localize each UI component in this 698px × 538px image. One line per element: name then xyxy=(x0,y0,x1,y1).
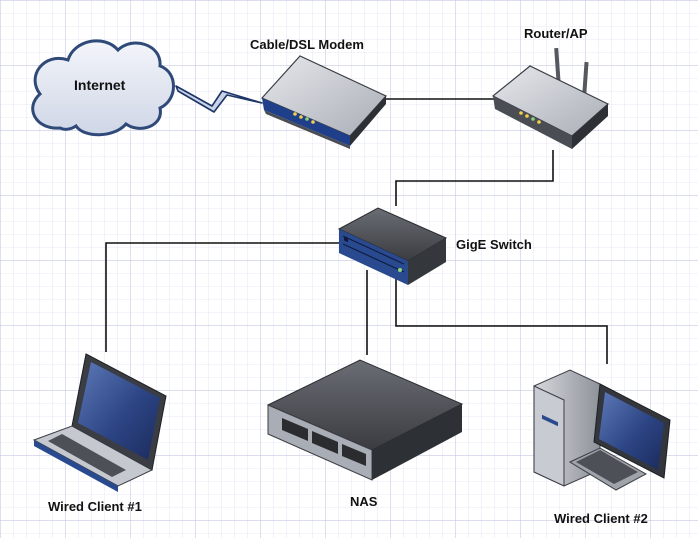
lightning-link-icon xyxy=(175,85,263,113)
nas-label: NAS xyxy=(350,494,378,509)
internet-label: Internet xyxy=(74,77,126,93)
client2-label: Wired Client #2 xyxy=(554,511,648,526)
cloud-icon xyxy=(31,39,175,137)
modem-label: Cable/DSL Modem xyxy=(250,37,364,52)
nas-icon xyxy=(266,359,464,481)
link-switch-client2 xyxy=(395,272,608,364)
laptop-icon xyxy=(32,353,167,492)
switch-label: GigE Switch xyxy=(456,237,532,252)
router-icon xyxy=(491,47,610,149)
switch-ports xyxy=(342,235,405,273)
modem-icon xyxy=(260,55,387,149)
link-router-switch xyxy=(395,150,554,206)
connection-links xyxy=(105,98,608,364)
client1-label: Wired Client #1 xyxy=(48,499,142,514)
router-label: Router/AP xyxy=(524,26,588,41)
desktop-icon xyxy=(533,369,671,491)
switch-icon xyxy=(337,207,448,285)
link-switch-client1 xyxy=(105,242,340,352)
